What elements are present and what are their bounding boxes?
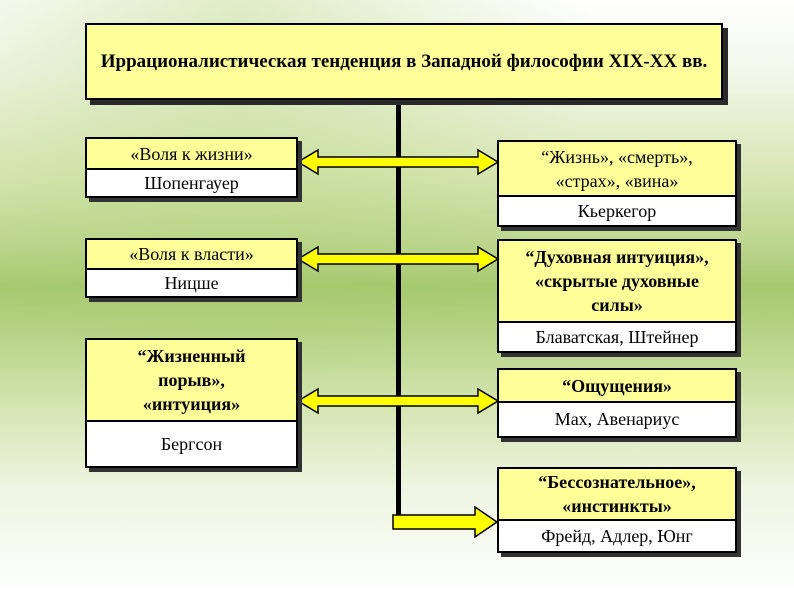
diagram-title: Иррационалистическая тенденция в Западно… <box>87 25 721 98</box>
right-box-3: “Ощущения» Мах, Авенариус <box>497 368 737 438</box>
thinker-label: Бергсон <box>87 420 296 466</box>
thinker-label: Фрейд, Адлер, Юнг <box>499 519 735 551</box>
single-arrow <box>392 505 499 539</box>
concept-label: “Жизнь», «смерть», «страх», «вина» <box>499 142 735 195</box>
thinker-label: Ницше <box>87 268 296 296</box>
right-box-4: “Бессознательное», «инстинкты» Фрейд, Ад… <box>497 467 737 553</box>
right-box-2: “Духовная интуиция», «скрытые духовные с… <box>497 239 737 353</box>
left-box-1: «Воля к жизни» Шопенгауер <box>85 137 298 198</box>
concept-label: «Воля к власти» <box>87 240 296 268</box>
concept-label: “Жизненный порыв», «интуиция» <box>87 340 296 420</box>
left-box-2: «Воля к власти» Ницше <box>85 238 298 298</box>
thinker-label: Мах, Авенариус <box>499 401 735 436</box>
central-spine <box>396 100 401 525</box>
thinker-label: Блаватская, Штейнер <box>499 321 735 351</box>
concept-label: «Воля к жизни» <box>87 139 296 168</box>
concept-label: “Бессознательное», «инстинкты» <box>499 469 735 519</box>
thinker-label: Кьеркегор <box>499 195 735 225</box>
thinker-label: Шопенгауер <box>87 168 296 196</box>
title-box: Иррационалистическая тенденция в Западно… <box>85 23 723 100</box>
concept-label: “Ощущения» <box>499 370 735 401</box>
left-box-3: “Жизненный порыв», «интуиция» Бергсон <box>85 338 298 468</box>
concept-label: “Духовная интуиция», «скрытые духовные с… <box>499 241 735 321</box>
right-box-1: “Жизнь», «смерть», «страх», «вина» Кьерк… <box>497 140 737 227</box>
